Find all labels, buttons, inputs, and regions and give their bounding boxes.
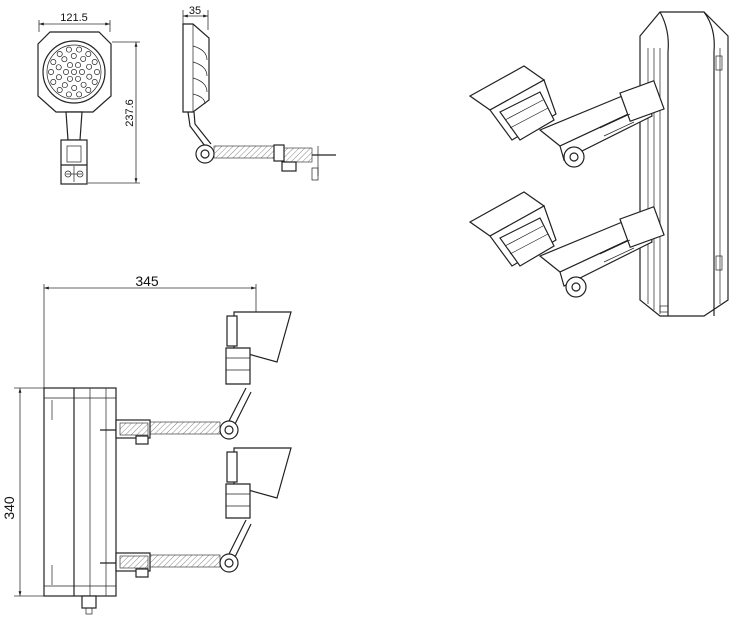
arm-upper (100, 387, 252, 445)
lamp-housing-side (182, 23, 210, 113)
led-dot (56, 51, 63, 57)
led-dot (94, 69, 100, 75)
led-dot (71, 85, 78, 91)
isometric-view (468, 11, 729, 317)
lamp-housing-front (37, 31, 112, 113)
led-dot (67, 75, 73, 82)
led-dot (71, 69, 77, 75)
iso-column (639, 11, 729, 317)
led-dot (55, 64, 62, 71)
led-dot (70, 53, 77, 59)
led-dot (48, 69, 54, 75)
led-dot (79, 69, 85, 75)
dim-front-width: 121.5 (60, 12, 88, 24)
dim-total-height: 340 (1, 496, 17, 520)
iso-fixture-upper (468, 65, 665, 168)
led-dot (63, 69, 69, 75)
led-array (48, 46, 100, 98)
led-dot (75, 75, 81, 82)
led-dot (76, 46, 83, 53)
led-dot (55, 74, 62, 81)
arm-lower (100, 519, 252, 578)
led-dot (50, 79, 57, 85)
led-dot (80, 81, 87, 88)
led-dot (75, 62, 81, 69)
side-view: 35 (182, 5, 336, 181)
led-dot (67, 62, 73, 69)
elevation-view: 345 340 (1, 273, 292, 615)
led-dot (56, 87, 63, 93)
led-dot (86, 63, 93, 70)
led-dot (61, 56, 68, 63)
dim-front-height: 237.6 (124, 99, 136, 127)
led-dot (76, 91, 83, 98)
mounting-pole (43, 387, 117, 597)
led-dot (91, 59, 98, 65)
dim-total-length: 345 (135, 273, 159, 289)
led-dot (80, 55, 87, 62)
front-view: 121.5 237.6 (37, 12, 140, 185)
iso-fixture-lower (468, 191, 665, 298)
led-dot (85, 51, 92, 57)
led-dot (50, 59, 57, 65)
lamp-lower (225, 447, 292, 519)
led-dot (65, 91, 72, 98)
led-dot (86, 73, 93, 80)
led-dot (61, 82, 68, 89)
cable-gland (81, 595, 97, 609)
lamp-upper (225, 311, 292, 385)
dim-side-depth: 35 (189, 5, 201, 17)
led-dot (85, 87, 92, 93)
led-dot (91, 79, 98, 85)
led-dot (65, 46, 72, 53)
